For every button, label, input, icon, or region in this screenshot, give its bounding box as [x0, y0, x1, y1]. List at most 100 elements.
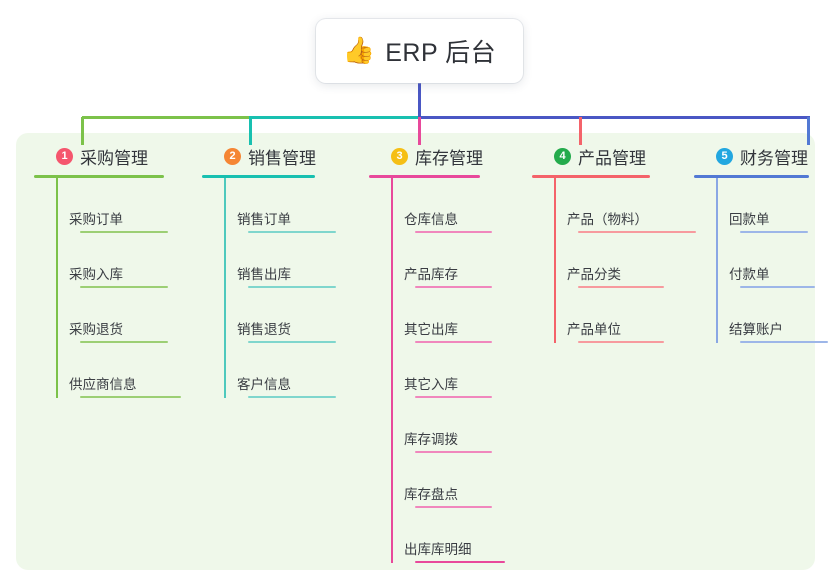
branch-column-5[interactable]: 5 财务管理 回款单 付款单 结算账户 — [694, 143, 828, 343]
root-node[interactable]: 👍 ERP 后台 — [316, 19, 523, 83]
leaf-label: 客户信息 — [237, 377, 291, 392]
leaf-underline — [415, 451, 492, 453]
branch-spine-1 — [56, 178, 58, 398]
leaf-label: 产品库存 — [404, 267, 458, 282]
leaf-label: 库存调拨 — [404, 432, 458, 447]
leaf-underline — [80, 396, 181, 398]
leaf-item[interactable]: 产品库存 — [391, 233, 519, 288]
branch-badge-1: 1 — [56, 147, 73, 165]
branch-title-2: 销售管理 — [248, 148, 316, 168]
branch-spine-4 — [554, 178, 556, 343]
branch-badge-5: 5 — [716, 147, 733, 165]
leaf-label: 销售退货 — [237, 322, 291, 337]
leaf-label: 回款单 — [729, 212, 770, 227]
branch-underline-1 — [34, 175, 164, 178]
leaf-label: 采购退货 — [69, 322, 123, 337]
branch-header-3[interactable]: 3 库存管理 — [369, 143, 519, 169]
leaf-underline — [415, 561, 505, 563]
branch-title-3: 库存管理 — [415, 148, 483, 168]
branch-items-5: 回款单 付款单 结算账户 — [694, 178, 828, 343]
branch-header-5[interactable]: 5 财务管理 — [694, 143, 824, 169]
leaf-underline — [415, 286, 492, 288]
leaf-label: 其它出库 — [404, 322, 458, 337]
leaf-item[interactable]: 采购入库 — [56, 233, 184, 288]
leaf-label: 产品分类 — [567, 267, 621, 282]
leaf-item[interactable]: 客户信息 — [224, 343, 347, 398]
leaf-label: 产品单位 — [567, 322, 621, 337]
leaf-item[interactable]: 销售退货 — [224, 288, 347, 343]
leaf-underline — [740, 286, 815, 288]
branch-header-1[interactable]: 1 采购管理 — [34, 143, 184, 169]
branch-spine-2 — [224, 178, 226, 398]
leaf-label: 其它入库 — [404, 377, 458, 392]
leaf-underline — [578, 341, 664, 343]
leaf-item[interactable]: 其它入库 — [391, 343, 519, 398]
branch-title-5: 财务管理 — [740, 148, 808, 168]
leaf-label: 出库库明细 — [404, 542, 472, 557]
leaf-underline — [578, 231, 696, 233]
branch-items-3: 仓库信息 产品库存 其它出库 其它入库 库存调拨 库存盘点 — [369, 178, 519, 563]
leaf-underline — [248, 341, 336, 343]
leaf-item[interactable]: 仓库信息 — [391, 178, 519, 233]
leaf-item[interactable]: 其它出库 — [391, 288, 519, 343]
root-node-label: ERP 后台 — [385, 39, 497, 67]
leaf-item[interactable]: 结算账户 — [716, 288, 828, 343]
leaf-underline — [248, 231, 336, 233]
branch-underline-4 — [532, 175, 650, 178]
leaf-underline — [248, 396, 336, 398]
leaf-item[interactable]: 销售订单 — [224, 178, 347, 233]
leaf-label: 库存盘点 — [404, 487, 458, 502]
branch-column-1[interactable]: 1 采购管理 采购订单 采购入库 采购退货 供应商信息 — [34, 143, 184, 398]
branch-items-1: 采购订单 采购入库 采购退货 供应商信息 — [34, 178, 184, 398]
leaf-underline — [415, 341, 492, 343]
leaf-label: 采购入库 — [69, 267, 123, 282]
leaf-item[interactable]: 回款单 — [716, 178, 824, 233]
branch-spine-5 — [716, 178, 718, 343]
leaf-item[interactable]: 库存调拨 — [391, 398, 519, 453]
branch-items-4: 产品（物料） 产品分类 产品单位 — [532, 178, 696, 343]
leaf-label: 销售订单 — [237, 212, 291, 227]
branch-underline-5 — [694, 175, 809, 178]
leaf-label: 仓库信息 — [404, 212, 458, 227]
leaf-item[interactable]: 采购订单 — [56, 178, 184, 233]
branch-title-4: 产品管理 — [578, 148, 646, 168]
leaf-underline — [415, 396, 492, 398]
branch-header-2[interactable]: 2 销售管理 — [202, 143, 347, 169]
branch-title-1: 采购管理 — [80, 148, 148, 168]
branch-column-2[interactable]: 2 销售管理 销售订单 销售出库 销售退货 客户信息 — [202, 143, 347, 398]
leaf-item[interactable]: 采购退货 — [56, 288, 184, 343]
leaf-item[interactable]: 出库库明细 — [391, 508, 519, 563]
leaf-underline — [80, 341, 168, 343]
leaf-label: 销售出库 — [237, 267, 291, 282]
leaf-underline — [248, 286, 336, 288]
leaf-item[interactable]: 产品单位 — [554, 288, 692, 343]
leaf-label: 付款单 — [729, 267, 770, 282]
branch-header-4[interactable]: 4 产品管理 — [532, 143, 692, 169]
leaf-item[interactable]: 产品分类 — [554, 233, 692, 288]
leaf-item[interactable]: 销售出库 — [224, 233, 347, 288]
leaf-item[interactable]: 供应商信息 — [56, 343, 184, 398]
leaf-label: 产品（物料） — [567, 212, 648, 227]
leaf-underline — [80, 231, 168, 233]
branch-badge-2: 2 — [224, 147, 241, 165]
leaf-underline — [415, 231, 492, 233]
leaf-underline — [578, 286, 664, 288]
branch-badge-3: 3 — [391, 147, 408, 165]
branch-underline-3 — [369, 175, 480, 178]
branch-column-4[interactable]: 4 产品管理 产品（物料） 产品分类 产品单位 — [532, 143, 696, 343]
leaf-item[interactable]: 产品（物料） — [554, 178, 696, 233]
leaf-label: 结算账户 — [729, 322, 783, 337]
branch-column-3[interactable]: 3 库存管理 仓库信息 产品库存 其它出库 其它入库 库存调拨 — [369, 143, 519, 563]
leaf-item[interactable]: 库存盘点 — [391, 453, 519, 508]
leaf-underline — [740, 231, 808, 233]
leaf-underline — [415, 506, 492, 508]
branch-badge-4: 4 — [554, 147, 571, 165]
diagram-canvas-panel — [16, 133, 815, 570]
leaf-label: 供应商信息 — [69, 377, 137, 392]
leaf-underline — [80, 286, 168, 288]
branch-items-2: 销售订单 销售出库 销售退货 客户信息 — [202, 178, 347, 398]
branch-spine-3 — [391, 178, 393, 563]
leaf-item[interactable]: 付款单 — [716, 233, 824, 288]
leaf-underline — [740, 341, 828, 343]
